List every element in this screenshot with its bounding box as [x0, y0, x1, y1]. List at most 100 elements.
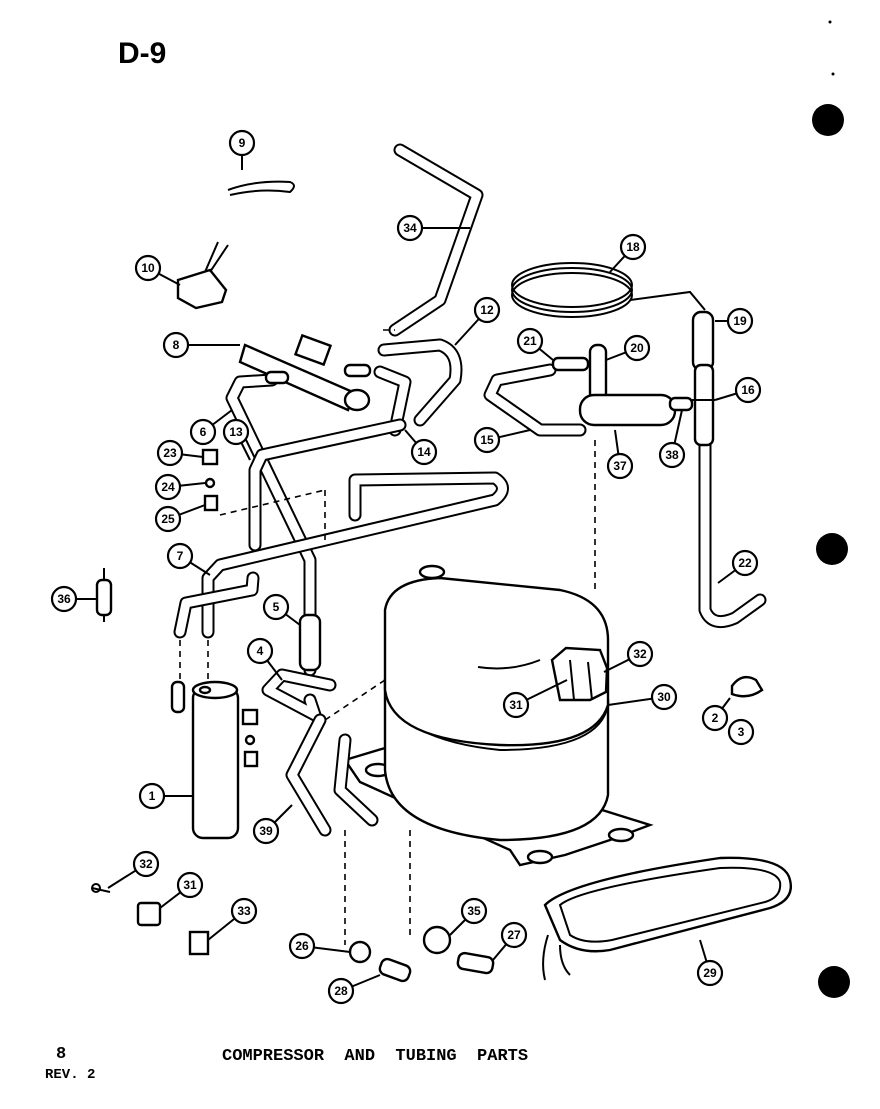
callout-bubble [162, 331, 190, 359]
terminal-cover [550, 646, 609, 702]
callout-number: 20 [630, 341, 644, 355]
service-valve [201, 448, 259, 768]
callout-7: 7 [166, 542, 211, 576]
callout-27: 27 [492, 921, 528, 961]
callout-29: 29 [696, 939, 724, 987]
callout-5: 5 [262, 593, 301, 626]
callout-number: 1 [149, 789, 156, 803]
callout-number: 21 [523, 334, 537, 348]
callout-28: 28 [327, 974, 381, 1005]
revision: REV. 2 [45, 1067, 95, 1083]
callout-31: 31 [159, 871, 204, 909]
callout-19: 19 [715, 307, 754, 335]
callout-21: 21 [516, 327, 554, 361]
callout-bubble [727, 718, 755, 746]
callout-bubble [473, 296, 501, 324]
callout-34: 34 [396, 214, 470, 242]
callout-number: 15 [480, 433, 494, 447]
callout-bubble [619, 233, 647, 261]
callout-bubble [623, 334, 651, 362]
callout-bubble [658, 441, 686, 469]
tubing [173, 143, 767, 837]
specks [831, 72, 835, 76]
callout-bubble [734, 376, 762, 404]
callout-number: 35 [467, 904, 481, 918]
callout-10: 10 [134, 254, 181, 286]
callout-bubble [176, 871, 204, 899]
callout-16: 16 [714, 376, 762, 404]
callout-18: 18 [609, 233, 647, 273]
callout-bubble [222, 418, 250, 446]
callout-23: 23 [156, 439, 204, 467]
callout-number: 18 [626, 240, 640, 254]
callout-number: 6 [200, 425, 207, 439]
callout-bubble [473, 426, 501, 454]
accumulator [170, 680, 240, 840]
callout-number: 16 [741, 383, 755, 397]
callout-bubble [701, 704, 729, 732]
callout-number: 7 [177, 549, 184, 563]
callout-bubble [230, 897, 258, 925]
callout-20: 20 [605, 334, 651, 362]
callout-bubble [189, 418, 217, 446]
clip-9 [227, 180, 295, 196]
callout-bubble [154, 505, 182, 533]
callout-39: 39 [252, 804, 293, 845]
callout-number: 3 [738, 725, 745, 739]
valve-36 [95, 568, 113, 622]
capillary-coil [511, 262, 706, 318]
callout-38: 38 [658, 409, 686, 469]
binder-hole-bottom [818, 966, 850, 998]
base-hole [607, 827, 635, 843]
callout-number: 38 [665, 448, 679, 462]
callout-bubble [731, 549, 759, 577]
callout-14: 14 [404, 429, 438, 466]
callout-3: 3 [727, 718, 755, 746]
callout-number: 2 [712, 711, 719, 725]
diagram-code: D-9 [118, 37, 166, 70]
binder-hole-middle [816, 533, 848, 565]
callout-bubble [502, 691, 530, 719]
callout-bubble [288, 932, 316, 960]
callout-bubble [410, 438, 438, 466]
callout-30: 30 [607, 683, 678, 711]
callout-bubble [166, 542, 194, 570]
callout-bubble [132, 850, 160, 878]
callout-31: 31 [502, 679, 568, 719]
callout-number: 31 [183, 878, 197, 892]
callout-bubble [516, 327, 544, 355]
callout-number: 8 [173, 338, 180, 352]
callout-number: 19 [733, 314, 747, 328]
callout-15: 15 [473, 426, 531, 454]
callout-number: 25 [161, 512, 175, 526]
callout-number: 32 [633, 647, 647, 661]
callout-number: 26 [295, 939, 309, 953]
diagram-title: COMPRESSOR AND TUBING PARTS [222, 1047, 528, 1066]
callout-2: 2 [701, 697, 731, 732]
bottom-fittings [348, 925, 495, 983]
callout-number: 23 [163, 446, 177, 460]
callout-4: 4 [246, 637, 283, 681]
callout-number: 39 [259, 824, 273, 838]
callout-1: 1 [138, 782, 193, 810]
callout-22: 22 [717, 549, 759, 584]
callout-35: 35 [449, 897, 488, 936]
callout-bubble [252, 817, 280, 845]
grommet [730, 675, 764, 698]
callout-bubble [134, 254, 162, 282]
callout-number: 4 [257, 644, 264, 658]
fitting-5 [298, 613, 322, 672]
callout-bubble [262, 593, 290, 621]
base-hole [526, 849, 554, 865]
callout-36: 36 [50, 585, 97, 613]
callout-number: 22 [738, 556, 752, 570]
binder-hole-top [812, 104, 844, 136]
callout-bubble [228, 129, 256, 157]
callout-bubble [327, 977, 355, 1005]
callout-number: 37 [613, 459, 627, 473]
callout-13: 13 [222, 418, 251, 461]
base-pan [542, 856, 792, 981]
callout-32: 32 [603, 640, 654, 673]
